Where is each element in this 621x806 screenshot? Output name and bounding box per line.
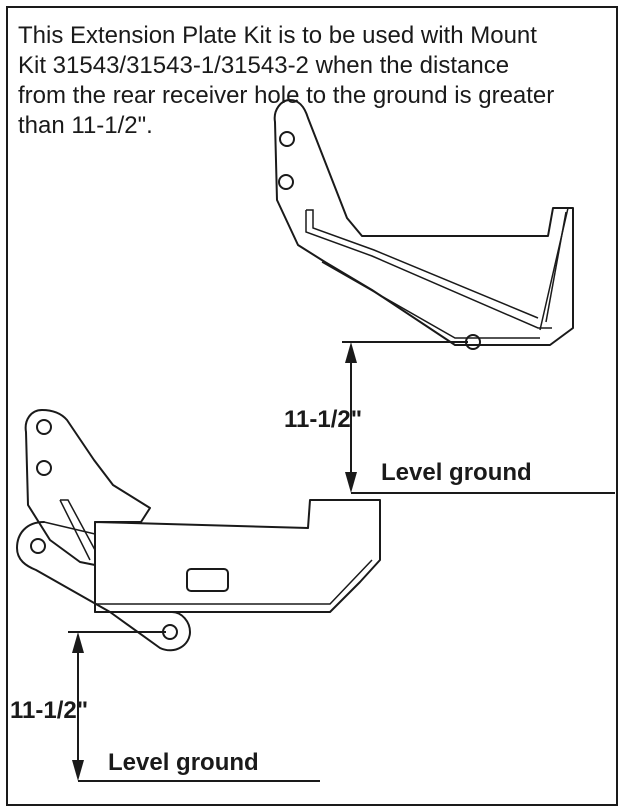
upper-arrow-up [345, 342, 357, 363]
upper-arrow-down [345, 472, 357, 493]
lower-hole-middle [36, 460, 52, 476]
upper-hole-top [279, 131, 295, 147]
upper-ground-label: Level ground [381, 459, 532, 486]
lower-arrow-up [72, 632, 84, 653]
lower-ground-label: Level ground [108, 749, 259, 776]
lower-mount-assembly [16, 409, 381, 652]
lower-dimension-label: 11-1/2" [10, 697, 88, 724]
upper-receiver-hole [465, 334, 481, 350]
upper-dimension: 11-1/2" Level ground [284, 341, 615, 494]
lower-receiver-tab [16, 521, 191, 652]
upper-bracket-flange [305, 210, 552, 329]
lower-arrow-down [72, 760, 84, 781]
lower-hole-top [36, 419, 52, 435]
upper-hole-middle [278, 174, 294, 190]
extension-plate-slot [186, 568, 229, 592]
intro-text: This Extension Plate Kit is to be used w… [18, 22, 555, 139]
lower-dimension: 11-1/2" Level ground [10, 631, 320, 782]
extension-plate-outline [94, 499, 381, 613]
upper-dimension-label: 11-1/2" [284, 406, 362, 433]
lower-hole-side [30, 538, 46, 554]
upper-mount-bracket [273, 99, 574, 350]
upper-bracket-outline [273, 99, 574, 346]
